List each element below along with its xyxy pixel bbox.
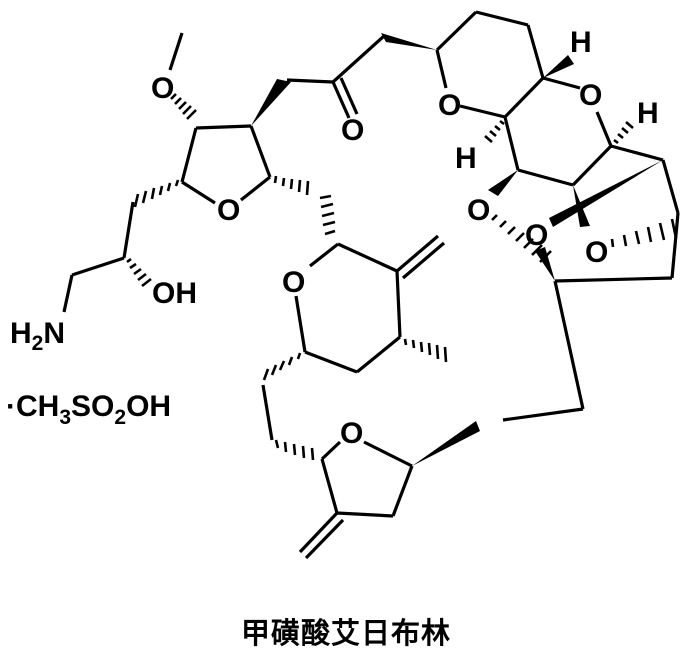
ketone-oxygen: O xyxy=(341,114,364,147)
bridge-oxygen-center: O xyxy=(525,219,548,252)
counterion-label: ·CH3SO2OH xyxy=(6,390,171,429)
single-bonds xyxy=(62,10,680,518)
hydrogen-right: H xyxy=(637,97,659,130)
bridge-oxygen-right: O xyxy=(585,236,608,269)
hydroxyl-label: OH xyxy=(152,277,197,310)
thf-oxygen-lower: O xyxy=(340,417,363,450)
thf-oxygen-top: O xyxy=(217,194,240,227)
atom-labels: O O O O O O O O O O H H H OH H2N ·CH3SO2… xyxy=(6,26,659,450)
double-bonds xyxy=(298,77,446,560)
amine-label: H2N xyxy=(10,317,65,355)
compound-name-caption: 甲磺酸艾日布林 xyxy=(240,616,451,650)
pyran-oxygen-1: O xyxy=(438,89,461,122)
hydrogen-top: H xyxy=(570,26,592,59)
hash-bonds xyxy=(126,93,678,461)
pyran-oxygen-2: O xyxy=(579,79,602,112)
wedge-bonds xyxy=(251,33,663,466)
hydrogen-left: H xyxy=(455,142,477,175)
bridge-oxygen-left: O xyxy=(467,194,490,227)
methoxy-oxygen: O xyxy=(151,72,174,105)
pyran-oxygen-lower: O xyxy=(282,266,305,299)
